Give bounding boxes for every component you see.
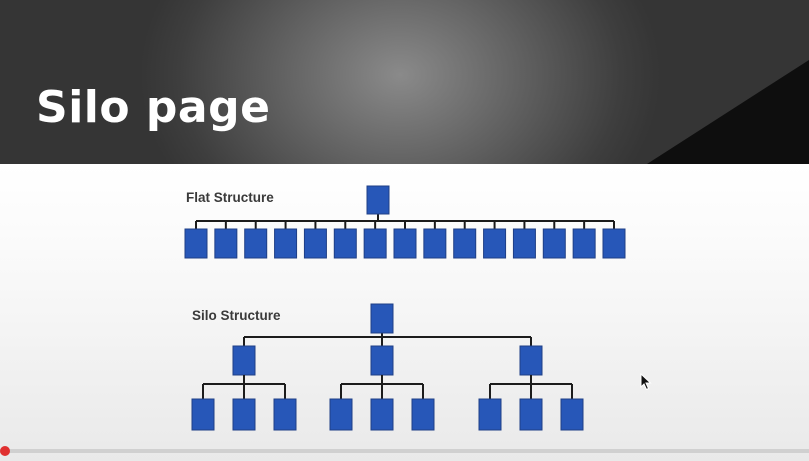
flat-child-node [274,228,298,259]
flat-child-node [512,228,536,259]
flat-child-node [542,228,566,259]
silo-root-node [370,303,394,334]
slide-content [0,164,809,461]
silo-child-node [411,398,435,431]
flat-child-node [184,228,208,259]
flat-child-node [423,228,447,259]
video-progress-handle[interactable] [0,446,10,456]
silo-node [370,345,394,376]
silo-child-node [329,398,353,431]
silo-child-node [273,398,297,431]
silo-node [232,345,256,376]
flat-child-node [602,228,626,259]
silo-structure-diagram [191,303,584,431]
slide-title: Silo page [36,82,271,133]
flat-child-node [303,228,327,259]
flat-child-node [214,228,238,259]
silo-child-node [191,398,215,431]
mouse-cursor-icon [640,373,652,391]
silo-child-node [232,398,256,431]
silo-child-node [370,398,394,431]
flat-child-node [363,228,387,259]
flat-structure-label: Flat Structure [186,190,274,205]
silo-structure-label: Silo Structure [192,308,281,323]
flat-child-node [572,228,596,259]
flat-child-node [483,228,507,259]
flat-root-node [366,185,390,215]
flat-child-node [244,228,268,259]
flat-child-node [393,228,417,259]
flat-structure-diagram [184,185,626,259]
silo-child-node [560,398,584,431]
banner-corner-accent [647,60,809,164]
silo-node [519,345,543,376]
silo-child-node [478,398,502,431]
silo-child-node [519,398,543,431]
title-banner: Silo page [0,0,809,164]
video-progress-bar[interactable] [0,446,809,456]
flat-child-node [453,228,477,259]
flat-child-node [333,228,357,259]
